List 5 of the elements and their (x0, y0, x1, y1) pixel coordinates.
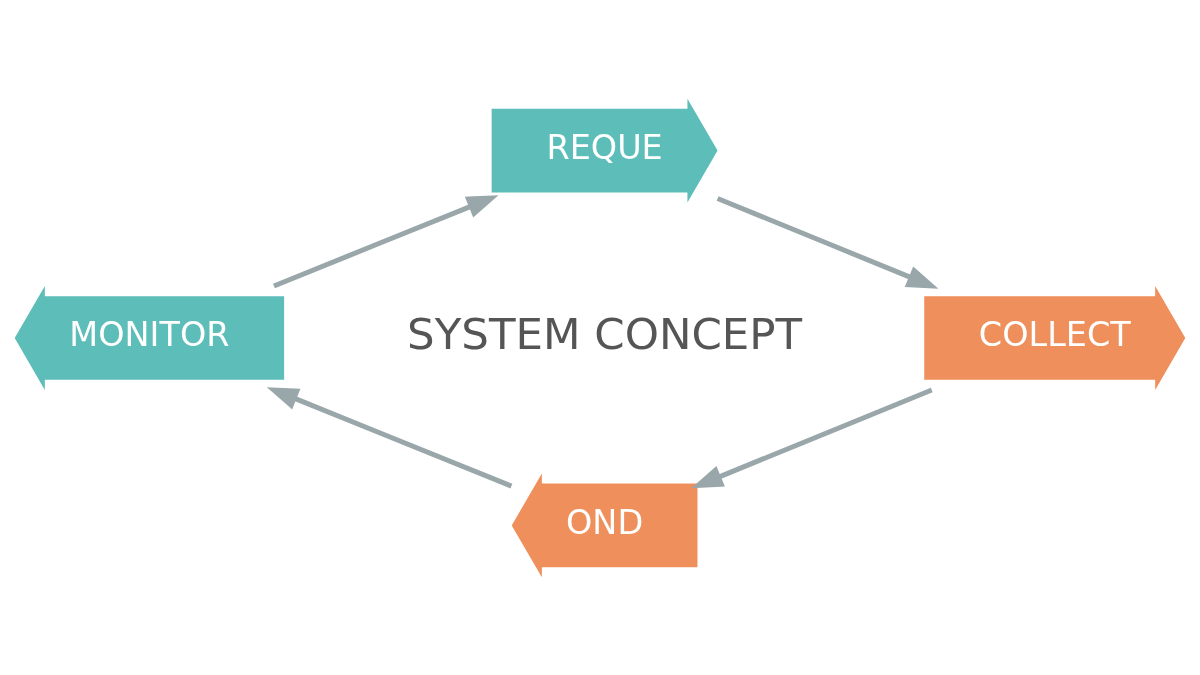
arrow (691, 387, 933, 488)
arrow (266, 386, 513, 488)
arrow (273, 194, 499, 288)
label: SYSTEM CONCEPT (407, 308, 803, 359)
arrow (716, 195, 939, 289)
